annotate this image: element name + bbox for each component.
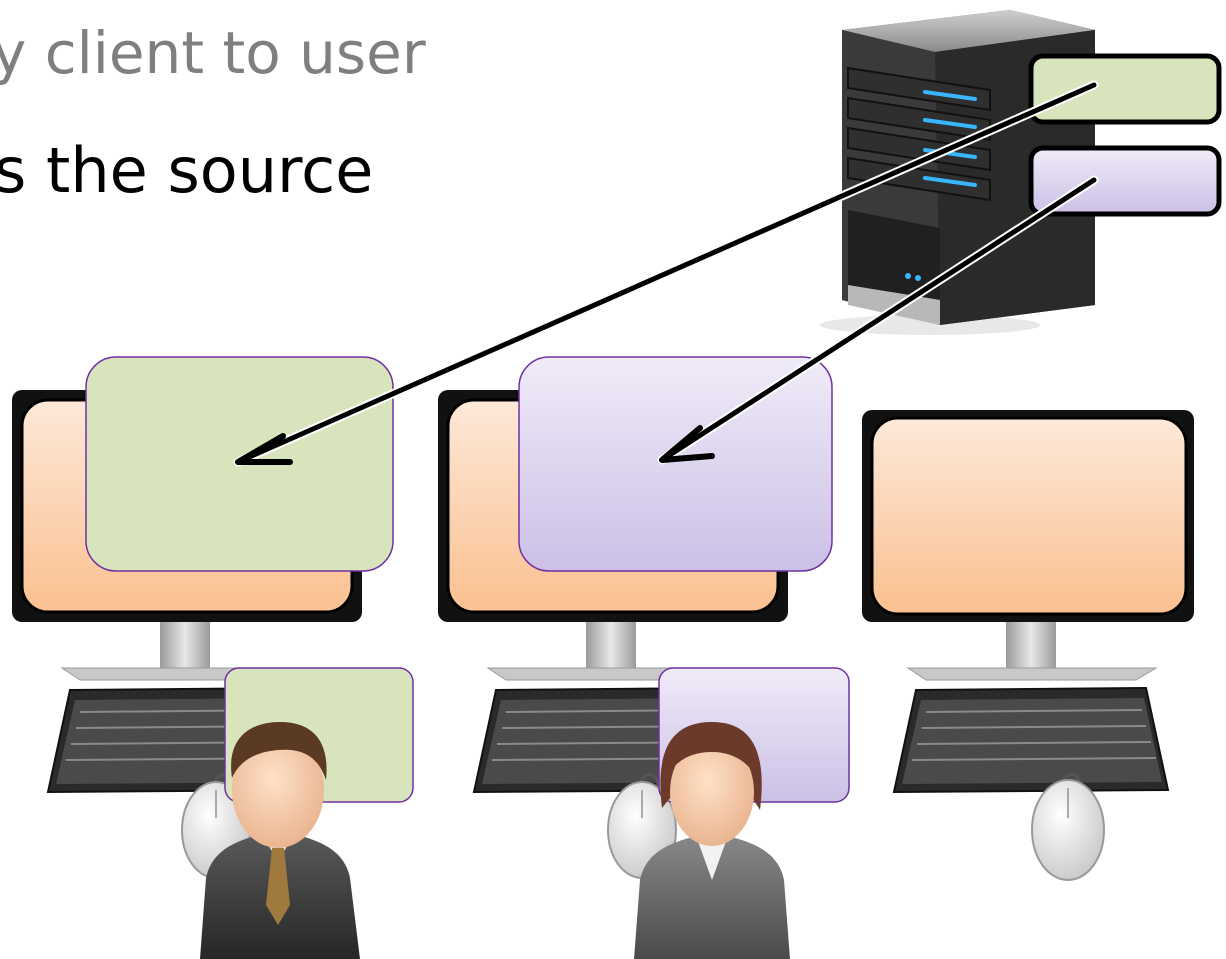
arrow-server-to-client-1 — [233, 80, 1099, 467]
monitor-icon — [862, 410, 1194, 681]
client-2-purple-window — [518, 356, 833, 572]
client-2 — [438, 356, 850, 959]
bullet-line-1: y client to user — [0, 19, 426, 87]
arrow-server-to-client-2 — [657, 175, 1099, 465]
client-3 — [862, 410, 1194, 881]
keyboard-icon — [892, 686, 1170, 794]
businesswoman-icon — [634, 722, 790, 959]
server-purple-record — [1028, 145, 1222, 217]
client-1 — [12, 356, 414, 959]
businessman-icon — [200, 722, 360, 959]
server-green-record — [1028, 53, 1222, 125]
bullet-line-2: s the source — [0, 134, 374, 207]
mouse-icon — [1031, 773, 1105, 881]
